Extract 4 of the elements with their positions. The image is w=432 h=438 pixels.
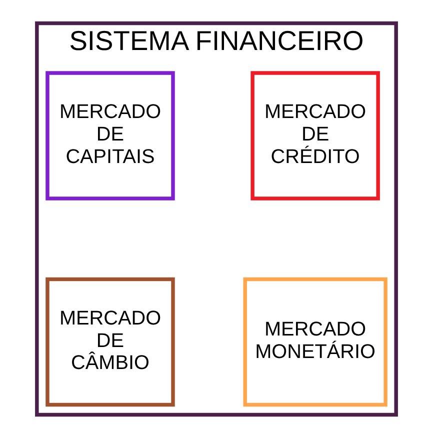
node-box: MERCADO MONETÁRIO: [242, 277, 387, 407]
node-box: MERCADO DE CRÉDITO: [250, 71, 380, 200]
node-box: MERCADO DE CAPITAIS: [45, 71, 174, 200]
node-box: MERCADO DE CÂMBIO: [45, 277, 174, 407]
